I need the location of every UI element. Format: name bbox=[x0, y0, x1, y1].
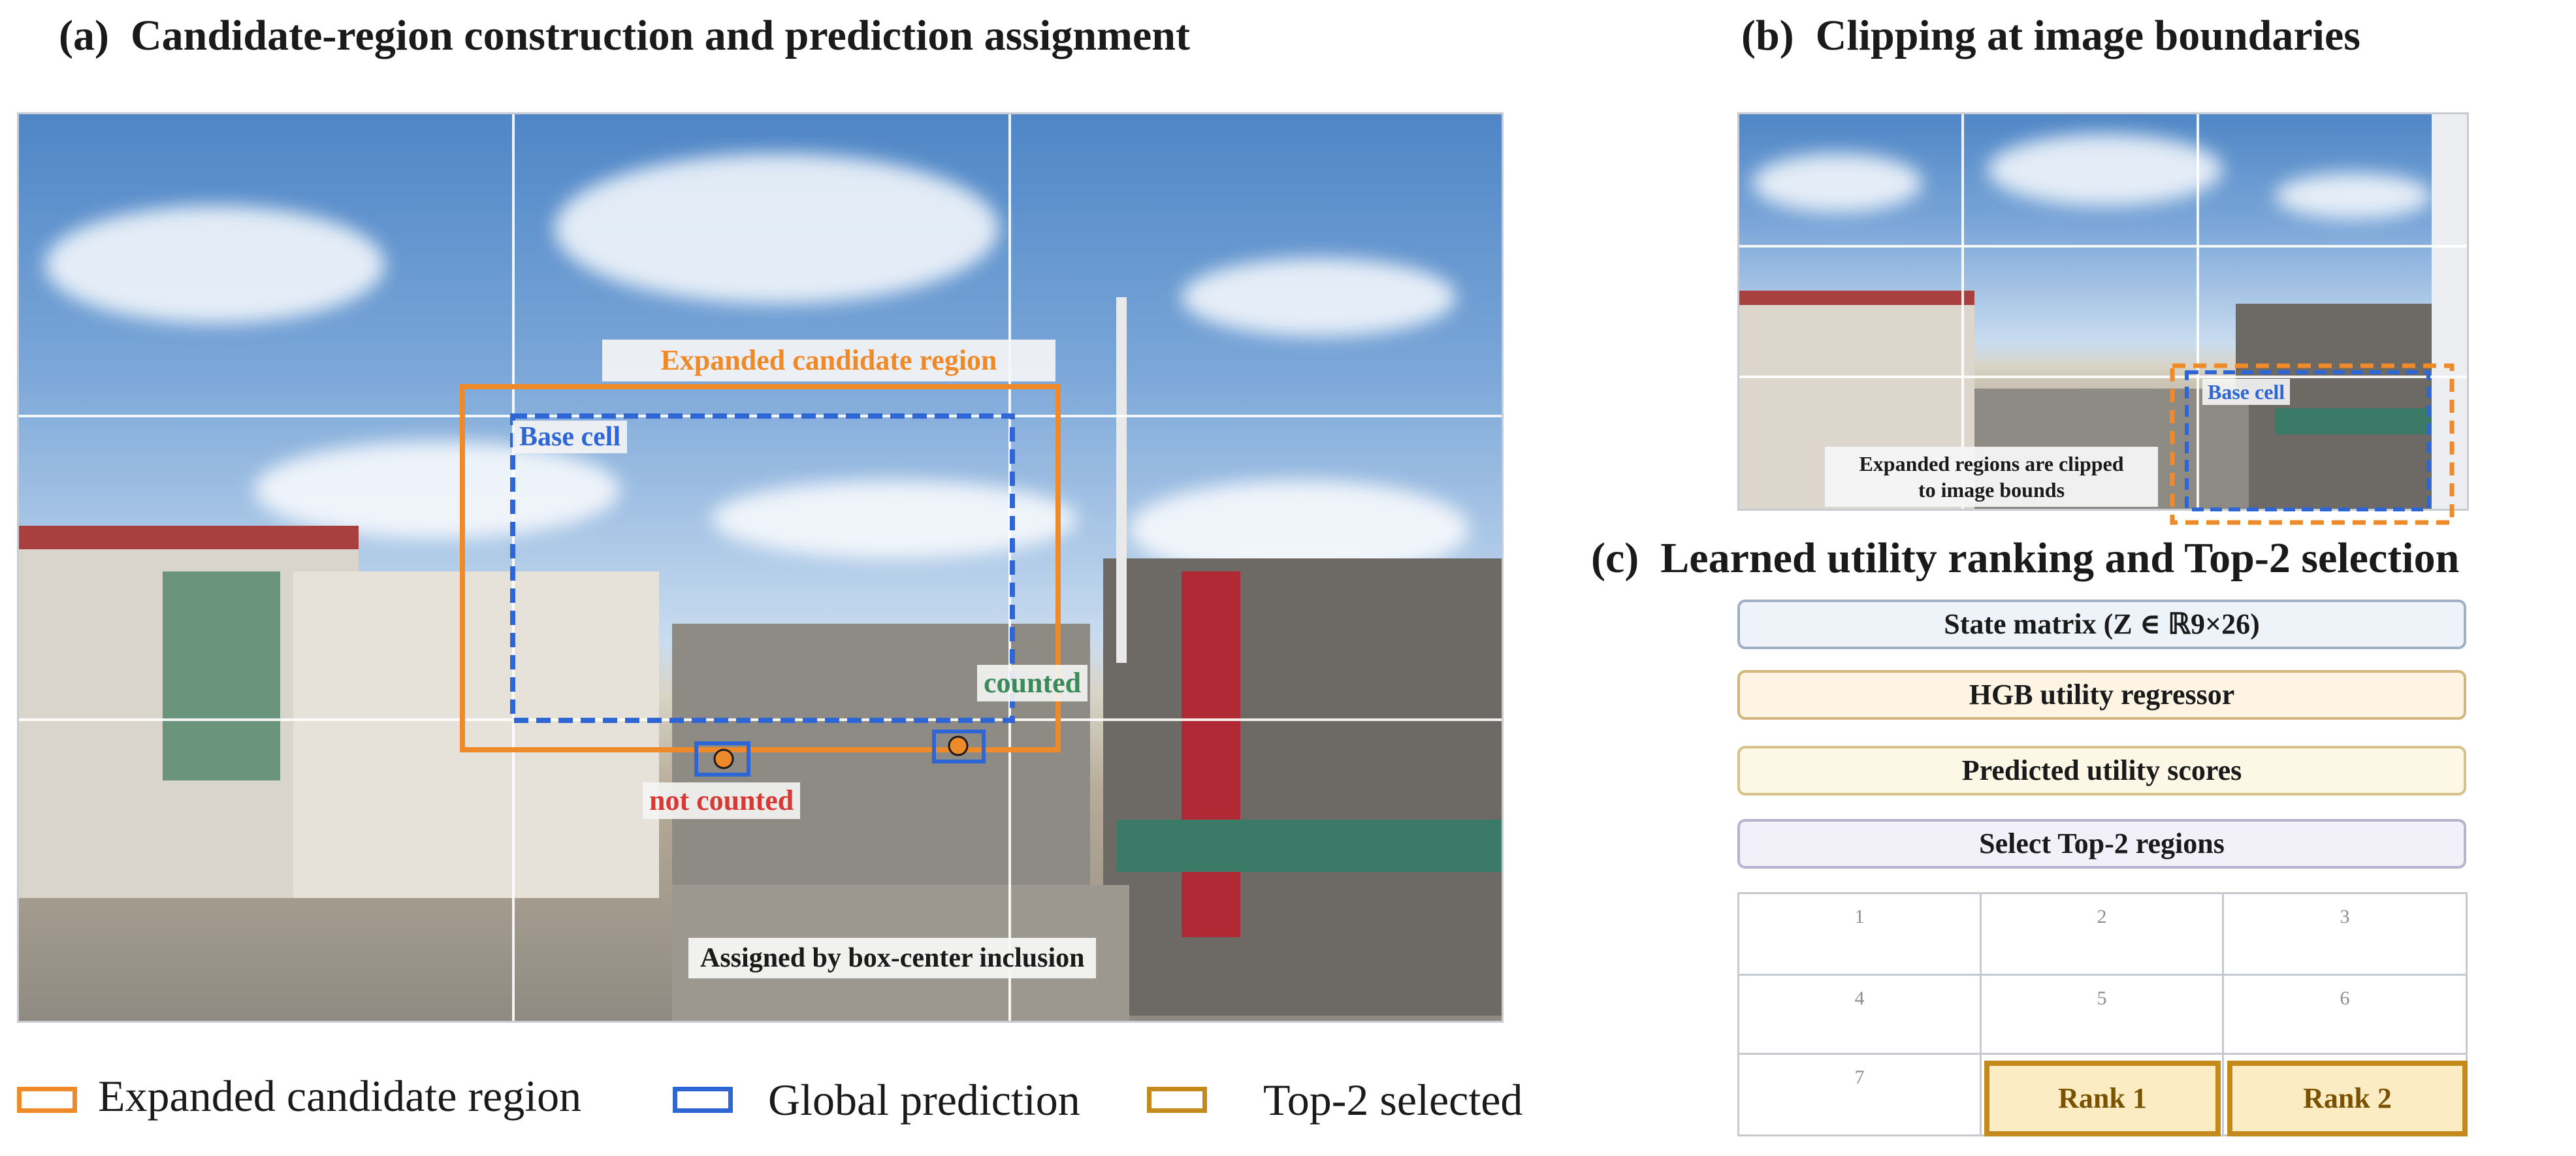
grid-cell-6: 6 bbox=[2222, 974, 2468, 1055]
grid-cell-7: 7 bbox=[1737, 1053, 1982, 1136]
clip-note-line2: to image bounds bbox=[1918, 478, 2065, 502]
legend-top2-label: Top-2 selected bbox=[1263, 1075, 1523, 1125]
grid-cell-4: 4 bbox=[1737, 974, 1982, 1055]
expanded-region-label: Expanded candidate region bbox=[602, 340, 1055, 381]
grid-number-3: 3 bbox=[2340, 906, 2350, 927]
legend-global-label: Global prediction bbox=[768, 1075, 1080, 1125]
expanded-candidate-region-box bbox=[460, 384, 1061, 752]
clipped-base-cell-box bbox=[2185, 370, 2430, 511]
panel-b-tag: (b) bbox=[1741, 12, 1794, 59]
grid-number-7: 7 bbox=[1854, 1067, 1865, 1088]
grid-number-1: 1 bbox=[1854, 906, 1865, 927]
clip-note-line1: Expanded regions are clipped bbox=[1859, 452, 2124, 475]
panel-a-tag: (a) bbox=[59, 12, 109, 59]
grid-cell-2: 2 bbox=[1980, 892, 2224, 976]
panel-c-title-text: Learned utility ranking and Top-2 select… bbox=[1660, 534, 2460, 582]
base-cell-box bbox=[510, 413, 1015, 723]
panel-b-title: (b) Clipping at image boundaries bbox=[1741, 14, 2360, 57]
rank-1-cell: Rank 1 bbox=[1984, 1061, 2221, 1136]
panel-a-overlay bbox=[460, 384, 1061, 777]
panel-c-title: (c) Learned utility ranking and Top-2 se… bbox=[1591, 537, 2459, 580]
legend-global-swatch bbox=[673, 1087, 733, 1113]
legend-expanded-label: Expanded candidate region bbox=[98, 1071, 582, 1121]
street-photo-a bbox=[17, 112, 1504, 1023]
rank-2-cell: Rank 2 bbox=[2227, 1061, 2468, 1136]
grid-cell-5: 5 bbox=[1980, 974, 2224, 1055]
panel-b-base-cell-label: Base cell bbox=[2202, 379, 2291, 405]
box-center-dot-right bbox=[948, 735, 969, 756]
step-predicted-scores: Predicted utility scores bbox=[1737, 746, 2466, 795]
not-counted-label: not counted bbox=[643, 782, 801, 819]
global-prediction-box-right bbox=[932, 730, 986, 763]
panel-a-title-text: Candidate-region construction and predic… bbox=[130, 12, 1190, 59]
clipped-expanded-region-box bbox=[2170, 363, 2455, 525]
counted-label: counted bbox=[977, 665, 1088, 701]
step-hgb-regressor: HGB utility regressor bbox=[1737, 670, 2466, 720]
panel-a-title: (a) Candidate-region construction and pr… bbox=[59, 14, 1190, 57]
assigned-label: Assigned by box-center inclusion bbox=[688, 938, 1097, 978]
panel-b-title-text: Clipping at image boundaries bbox=[1815, 12, 2360, 59]
clip-note: Expanded regions are clipped to image bo… bbox=[1825, 447, 2158, 507]
legend-expanded-swatch bbox=[17, 1087, 77, 1113]
step-select-top2: Select Top-2 regions bbox=[1737, 819, 2466, 869]
legend-top2-swatch bbox=[1147, 1087, 1207, 1113]
panel-b-overlay bbox=[2170, 363, 2455, 525]
grid-number-4: 4 bbox=[1854, 987, 1865, 1009]
grid-cell-1: 1 bbox=[1737, 892, 1982, 976]
grid-number-2: 2 bbox=[2097, 906, 2107, 927]
grid-number-6: 6 bbox=[2340, 987, 2350, 1009]
grid-number-5: 5 bbox=[2097, 987, 2107, 1009]
region-grid: 1 2 3 4 5 6 7 8 9 Rank 1 Rank 2 bbox=[1737, 892, 2468, 1136]
global-prediction-box-left bbox=[694, 741, 750, 777]
grid-cell-3: 3 bbox=[2222, 892, 2468, 976]
step-state-matrix: State matrix (Z ∈ ℝ9×26) bbox=[1737, 600, 2466, 649]
panel-c-tag: (c) bbox=[1591, 534, 1639, 582]
base-cell-label: Base cell bbox=[513, 421, 628, 453]
box-center-dot-left bbox=[713, 748, 734, 769]
